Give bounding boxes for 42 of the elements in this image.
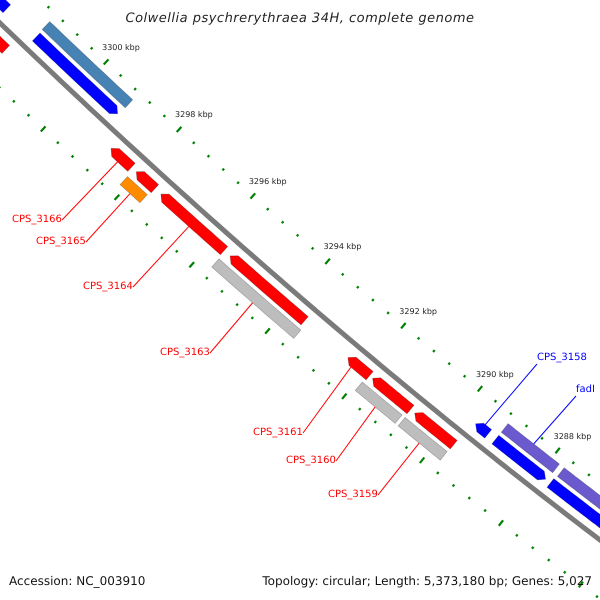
leader-line — [484, 364, 538, 426]
gene-label: fadI — [576, 384, 595, 396]
leader-line — [210, 302, 254, 354]
gene-block — [398, 416, 448, 461]
leader-line — [378, 442, 420, 496]
gene-segment — [348, 356, 374, 380]
position-label: 3292 kbp — [399, 306, 437, 317]
diagram-title: Colwellia psychrerythraea 34H, complete genome — [124, 10, 476, 28]
position-label: 3290 kbp — [476, 370, 514, 380]
gene-segment — [414, 412, 458, 450]
gene-segment — [491, 434, 546, 480]
accession-text: Accession: NC_003910 — [9, 574, 146, 589]
gene-block — [120, 176, 148, 204]
gene-segment — [136, 171, 160, 194]
gene-segment — [110, 148, 136, 172]
gene-label: CPS_3165 — [36, 236, 86, 248]
leader-line — [62, 161, 118, 220]
gene-segment — [160, 194, 228, 256]
leader-line — [86, 193, 130, 242]
position-label: 3296 kbp — [248, 176, 287, 187]
gene-block — [354, 382, 403, 424]
gene-label: CPS_3166 — [12, 214, 62, 226]
gene-segment — [475, 422, 492, 439]
position-label: 3300 kbp — [102, 42, 140, 53]
leader-line — [533, 396, 576, 444]
gene-label: CPS_3164 — [83, 281, 133, 293]
gene-label: CPS_3159 — [328, 489, 378, 501]
gene-segment — [372, 378, 414, 414]
position-label: 3288 kbp — [554, 432, 592, 442]
gene-block — [0, 0, 12, 14]
position-label: 3298 kbp — [175, 110, 213, 120]
gene-label: CPS_3158 — [537, 352, 587, 364]
gene-block — [211, 258, 302, 339]
position-label: 3294 kbp — [324, 242, 362, 252]
genome-info-text: Topology: circular; Length: 5,373,180 bp; Genes: 5,027 — [262, 574, 592, 589]
leader-line — [302, 366, 352, 434]
gene-label: CPS_3163 — [160, 347, 210, 359]
leader-line — [132, 226, 190, 288]
gene-label: CPS_3161 — [253, 427, 303, 439]
gene-segment — [230, 256, 309, 326]
gene-label: CPS_3160 — [286, 455, 336, 467]
leader-line — [336, 406, 376, 462]
